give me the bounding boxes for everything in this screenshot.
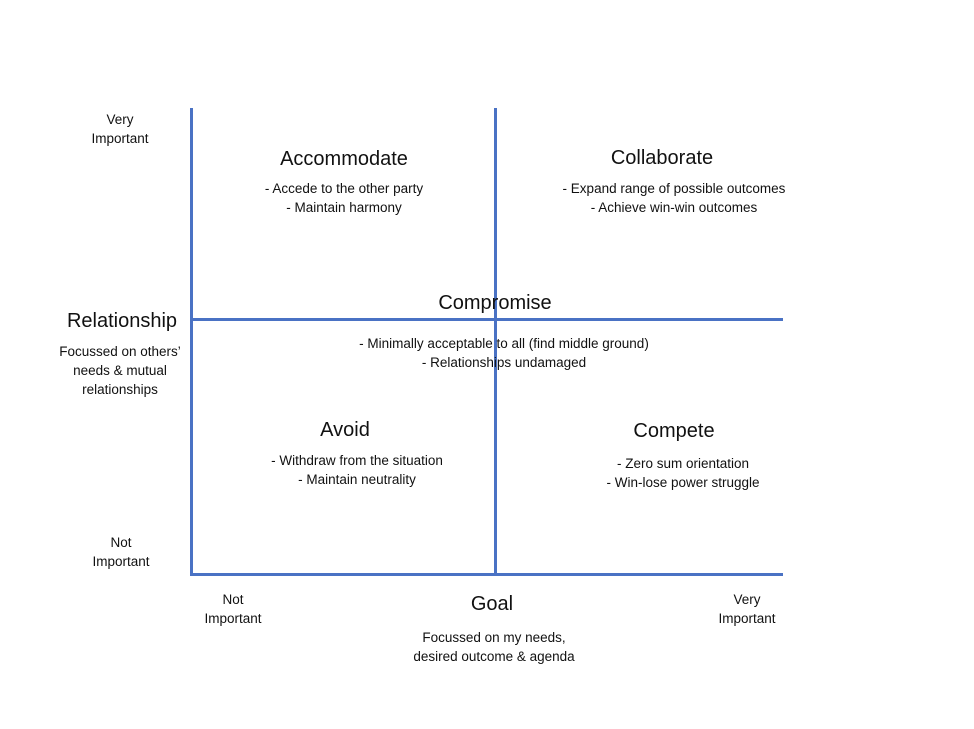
avoid-points: - Withdraw from the situation - Maintain…: [271, 451, 443, 489]
x-axis-description-line-2: desired outcome & agenda: [413, 649, 575, 664]
y-axis-bottom-label-line-2: Important: [92, 554, 150, 569]
x-axis-line: [190, 573, 783, 576]
y-axis-description-line-1: Focussed on others’: [59, 344, 181, 359]
avoid-point-2: - Maintain neutrality: [298, 472, 416, 487]
compromise-point-1: - Minimally acceptable to all (find midd…: [359, 336, 649, 351]
collaborate-points: - Expand range of possible outcomes - Ac…: [563, 179, 786, 217]
avoid-point-1: - Withdraw from the situation: [271, 453, 443, 468]
y-axis-bottom-label: Not Important: [92, 533, 149, 571]
horizontal-divider-line: [192, 318, 783, 321]
y-axis-bottom-label-line-1: Not: [110, 535, 132, 550]
x-axis-right-label-line-1: Very: [733, 592, 761, 607]
x-axis-right-label-line-2: Important: [718, 611, 776, 626]
y-axis-line: [190, 108, 193, 576]
vertical-divider-line: [494, 108, 497, 576]
collaborate-point-1: - Expand range of possible outcomes: [562, 181, 786, 196]
accommodate-title: Accommodate: [280, 148, 408, 170]
x-axis-left-label: Not Important: [204, 590, 261, 628]
y-axis-description-line-2: needs & mutual: [73, 363, 167, 378]
x-axis-description: Focussed on my needs, desired outcome & …: [413, 628, 574, 666]
y-axis-top-label-line-1: Very: [106, 112, 134, 127]
x-axis-description-line-1: Focussed on my needs,: [422, 630, 566, 645]
y-axis-top-label: Very Important: [91, 110, 148, 148]
y-axis-title: Relationship: [66, 310, 178, 332]
compete-title: Compete: [633, 420, 715, 442]
y-axis-description-line-3: relationships: [82, 382, 158, 397]
compromise-points: - Minimally acceptable to all (find midd…: [359, 334, 649, 372]
accommodate-point-1: - Accede to the other party: [264, 181, 424, 196]
collaborate-title: Collaborate: [610, 147, 714, 169]
y-axis-description: Focussed on others’ needs & mutual relat…: [59, 342, 181, 399]
x-axis-left-label-line-1: Not: [222, 592, 244, 607]
compete-points: - Zero sum orientation - Win-lose power …: [606, 454, 759, 492]
x-axis-right-label: Very Important: [718, 590, 775, 628]
y-axis-top-label-line-2: Important: [91, 131, 149, 146]
collaborate-point-2: - Achieve win-win outcomes: [590, 200, 758, 215]
compete-point-1: - Zero sum orientation: [616, 456, 750, 471]
accommodate-point-2: - Maintain harmony: [286, 200, 402, 215]
compromise-title: Compromise: [438, 292, 552, 314]
accommodate-points: - Accede to the other party - Maintain h…: [265, 179, 423, 217]
compromise-point-2: - Relationships undamaged: [421, 355, 587, 370]
compete-point-2: - Win-lose power struggle: [606, 475, 760, 490]
x-axis-left-label-line-2: Important: [204, 611, 262, 626]
avoid-title: Avoid: [320, 419, 370, 441]
x-axis-title: Goal: [470, 593, 514, 615]
